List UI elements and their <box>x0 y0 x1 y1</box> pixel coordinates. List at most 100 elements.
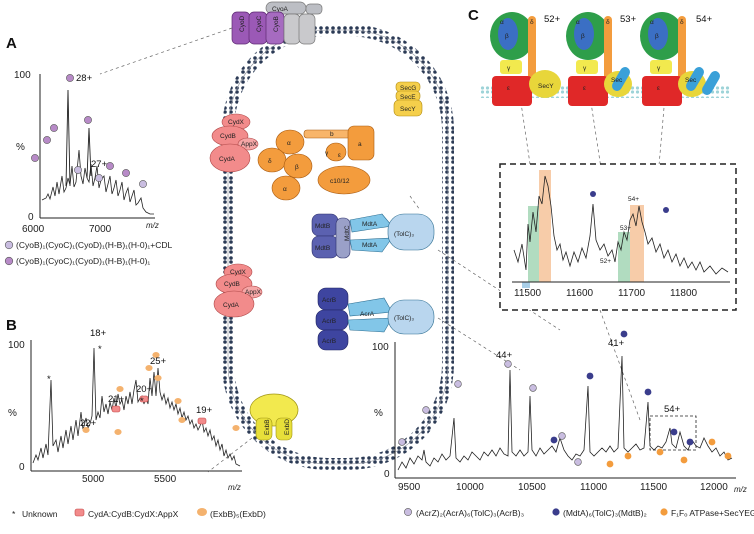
panel-d-charge-label: 41+ <box>608 338 625 349</box>
purple-marker <box>122 169 130 177</box>
stator-domain <box>678 16 686 86</box>
orange-band <box>539 170 551 282</box>
panel-c-label: C <box>468 7 479 24</box>
panel-a-legend: (CyoB)₁(CyoC)₁(CyoD)₁(H-B)₁(H-0)₁+CDL (C… <box>4 240 173 266</box>
panel-d-x-tick: 10000 <box>456 482 484 493</box>
mdt-label: MdtA <box>362 242 378 249</box>
atpase-label: α <box>283 186 287 193</box>
beta-domain <box>498 18 518 50</box>
subunit-label: β <box>581 33 585 40</box>
panel-d-x-tick: 11500 <box>640 482 668 493</box>
atpase-subunit <box>275 129 305 155</box>
tolc-channel <box>387 299 435 335</box>
cyd-subunit <box>213 290 255 318</box>
purple-marker <box>66 74 74 82</box>
panel-b-star: * <box>98 344 102 355</box>
atpase-structure-53: α β δ γ ε Sec 53+ <box>566 12 637 106</box>
lilac-marker <box>74 166 82 174</box>
orange-band <box>630 205 644 282</box>
orange-marker <box>708 438 716 446</box>
panel-d-x-tick: 12000 <box>700 482 728 493</box>
orange-marker <box>114 429 122 435</box>
atpase-label: β <box>295 164 299 171</box>
panel-a-x-tick: 7000 <box>89 224 112 235</box>
cyd-label: AppX <box>245 289 262 296</box>
cyd-label: CydA <box>219 156 236 163</box>
atpase-subunit <box>283 153 313 179</box>
membrane-edge <box>227 29 449 465</box>
panel-a-spectrum <box>41 149 154 215</box>
orange-marker <box>656 448 664 456</box>
charge-label: 53+ <box>620 14 637 25</box>
subunit-label: γ <box>657 65 661 72</box>
sec-label: SecG <box>400 85 416 92</box>
panel-a-charge-label: 27+ <box>91 159 108 170</box>
acr-label: AcrA <box>360 311 375 318</box>
pink-marker <box>111 405 121 413</box>
cyd-subunit <box>237 137 259 151</box>
panel-a-x-unit: m/z <box>146 221 159 230</box>
panel-a-peak <box>65 89 71 187</box>
subunit-label: α <box>576 19 580 26</box>
atpase-label: b <box>330 131 334 138</box>
exb-subunit <box>255 417 273 441</box>
cyd-label: CydX <box>230 269 247 276</box>
inset-charge-label: 54+ <box>628 196 639 203</box>
c-ring <box>642 76 682 106</box>
panel-a-peak <box>86 127 92 179</box>
navy-marker <box>590 191 596 197</box>
panel-b-legend-text: CydA:CydB:CydX:AppX <box>88 509 179 519</box>
subunit-label: ε <box>583 85 586 92</box>
lilac-marker <box>574 458 582 466</box>
stator-domain <box>604 16 612 86</box>
orange-marker <box>624 452 632 460</box>
panel-b-x-tick: 5500 <box>154 474 177 485</box>
navy-marker <box>670 428 678 436</box>
panel-b-chart: 100 0 % 5000 5500 m/z * * * 18+ 21+ 20+ … <box>8 328 242 492</box>
panel-d-legend-text: F₁Fₒ ATPase+SecYEG <box>671 508 754 518</box>
orange-marker <box>232 425 240 431</box>
atpase-label: a <box>358 141 362 148</box>
panel-d-x-tick: 11000 <box>580 482 608 493</box>
purple-marker <box>84 116 92 124</box>
cyo-label: CyoD <box>239 15 246 32</box>
panel-b-star: * <box>140 396 144 407</box>
navy-marker <box>550 436 558 444</box>
panel-a-markers <box>31 74 147 188</box>
c-ring <box>568 76 608 106</box>
orange-marker <box>82 427 90 433</box>
purple-marker <box>50 124 58 132</box>
mdt-label: MdtB <box>315 223 330 230</box>
inset-charge-label: 53+ <box>620 225 631 232</box>
cyo-complex: CyoA CyoD CyoC CyoB <box>231 1 323 45</box>
panel-b-x-tick: 5000 <box>82 474 105 485</box>
panel-b-charge-label: 20+ <box>136 384 153 395</box>
mdt-label: MdtB <box>315 245 330 252</box>
subunit-label: Sec <box>611 77 623 84</box>
orange-marker <box>116 386 124 392</box>
panel-a-y-zero: 0 <box>28 212 34 223</box>
panel-c-structures: α β δ γ ε SecY 52+ α β δ γ ε Sec 53+ <box>490 12 720 106</box>
orange-marker <box>178 417 186 423</box>
charge-label: 52+ <box>544 14 561 25</box>
atpase-structure-52: α β δ γ ε SecY 52+ <box>490 12 561 106</box>
purple-circle-icon <box>4 256 14 266</box>
orange-oval-icon <box>197 508 207 516</box>
blue-rod <box>612 67 630 91</box>
panel-d-legend: (AcrZ)₂(AcrA)₆(TolC)₃(AcrB)₃ (MdtA)₆(Tol… <box>404 508 754 518</box>
panel-a-legend-text: (CyoB)₁(CyoC)₁(CyoD)₁(H-B)₁(H-0)₁ <box>16 256 150 266</box>
inset-x-tick: 11500 <box>514 288 542 299</box>
tolc-label: (TolC)₃ <box>394 315 414 322</box>
panel-b-charge-label: 18+ <box>90 328 107 339</box>
panel-b-x-unit: m/z <box>228 483 241 492</box>
inset-x-tick: 11600 <box>566 288 594 299</box>
panel-a-label: A <box>6 35 17 52</box>
cyd-complex-upper: CydX CydB AppX CydA <box>209 113 259 173</box>
atpase-label: c10/12 <box>330 178 350 185</box>
panel-a-chart: 100 0 % 6000 7000 m/z 28+ 27+ <box>14 70 159 235</box>
acr-subunit <box>347 317 393 333</box>
cyo-subunit <box>298 13 316 45</box>
beta-domain <box>574 18 594 50</box>
inset-x-tick: 11800 <box>670 288 698 299</box>
